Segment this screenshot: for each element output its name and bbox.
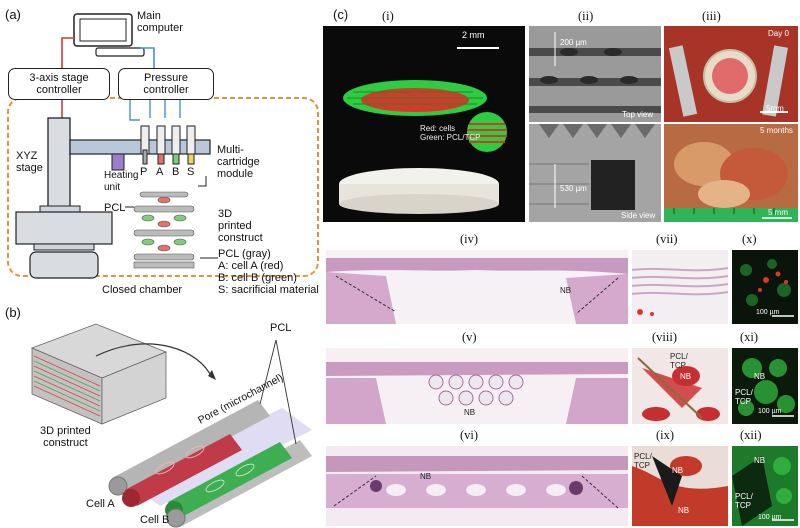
x-scale: 100 µm (756, 309, 780, 316)
iii-5months-label: 5 months (760, 126, 793, 135)
histology-vii (632, 250, 728, 324)
row-ix-label: (ix) (656, 428, 675, 442)
construct-label: 3D printed construct (218, 208, 263, 244)
ix-nb-label-1: NB (672, 466, 684, 475)
cartridge-p-label: P (140, 166, 148, 178)
stage-controller-box: 3-axis stage controller (8, 68, 110, 100)
ii-side-view-label: Side view (621, 211, 656, 220)
row-xii-label: (xii) (740, 428, 762, 442)
ii-top-scale: 200 µm (560, 38, 587, 47)
v-nb-label: NB (464, 408, 476, 417)
xii-pcl-tcp-label: PCL/ TCP (735, 492, 753, 510)
multi-cartridge-label: Multi- cartridge module (217, 144, 260, 180)
vi-nb-label: NB (420, 472, 432, 481)
legend-pcl: PCL (gray) (218, 248, 271, 260)
row-x-label: (x) (742, 232, 757, 246)
histology-iv (326, 250, 628, 324)
photo-iii-day0 (664, 26, 798, 122)
histology-vi (326, 446, 628, 526)
fluorescence-x (732, 250, 798, 324)
cartridge-s-label: S (187, 166, 195, 178)
xi-nb-label: NB (754, 372, 766, 381)
panel-b-pcl-label: PCL (270, 322, 292, 334)
iii-scale1: 5mm (766, 104, 784, 113)
row-vii-label: (vii) (656, 232, 678, 246)
heating-unit-label: Heating unit (104, 170, 139, 193)
row-vi-label: (vi) (460, 428, 479, 442)
fluorescence-xi (732, 348, 798, 424)
xi-pcl-tcp-label: PCL/ TCP (735, 388, 753, 406)
main-computer-label: Main computer (137, 10, 183, 34)
histology-v (326, 348, 628, 424)
pcl-label: PCL (104, 202, 126, 214)
col-iii-label: (iii) (702, 9, 721, 23)
legend-cell-a: A: cell A (red) (218, 260, 284, 272)
row-viii-label: (viii) (652, 330, 677, 344)
xyz-stage-label: XYZ stage (16, 150, 43, 174)
iv-nb-label: NB (560, 286, 572, 295)
histology-ix (632, 446, 728, 526)
panel-b-construct-label: 3D printed construct (40, 425, 91, 449)
panel-a-label: (a) (5, 7, 21, 22)
ix-pcl-tcp-label: PCL/ TCP (634, 452, 652, 470)
cartridge-a-label: A (156, 166, 164, 178)
ix-nb-label-2: NB (678, 506, 690, 515)
iii-day0-label: Day 0 (768, 29, 789, 38)
histology-viii (632, 348, 728, 424)
closed-chamber-label: Closed chamber (102, 284, 183, 296)
ii-top-view-label: Top view (622, 110, 654, 119)
iii-scale2: 5 mm (768, 208, 788, 217)
col-i-label: (i) (382, 9, 394, 23)
row-iv-label: (iv) (460, 232, 479, 246)
ii-side-scale: 530 µm (560, 184, 587, 193)
panel-a-legend: PCL (gray) A: cell A (red) B: cell B (gr… (218, 248, 319, 296)
i-scale-text: 2 mm (462, 30, 485, 40)
viii-pcl-tcp-label: PCL/ TCP (670, 352, 688, 370)
photo-ii-top (529, 26, 661, 122)
xi-scale: 100 µm (758, 408, 782, 415)
photo-ii-side (529, 124, 661, 222)
panel-a-diagram (7, 13, 319, 279)
panel-b-label: (b) (5, 305, 21, 320)
col-ii-label: (ii) (578, 9, 594, 23)
viii-nb-label: NB (680, 372, 692, 381)
cell-b-label: Cell B (140, 514, 170, 526)
row-v-label: (v) (462, 330, 477, 344)
legend-cell-b: B: cell B (green) (218, 272, 297, 284)
xii-nb-label: NB (754, 456, 766, 465)
legend-sacrificial: S: sacrificial material (218, 284, 319, 296)
panel-b-diagram (30, 323, 312, 528)
panel-c-label: (c) (333, 7, 349, 22)
photo-iii-5months (664, 124, 798, 222)
row-xi-label: (xi) (740, 330, 759, 344)
pressure-controller-box: Pressure controller (118, 68, 214, 100)
cartridge-b-label: B (172, 166, 180, 178)
photo-i-scaffold (323, 26, 525, 222)
fluorescence-xii (732, 446, 798, 526)
i-legend-text: Red: cells Green: PCL/TCP (420, 124, 481, 142)
cell-a-label: Cell A (86, 498, 115, 510)
xii-scale: 100 µm (758, 514, 782, 521)
